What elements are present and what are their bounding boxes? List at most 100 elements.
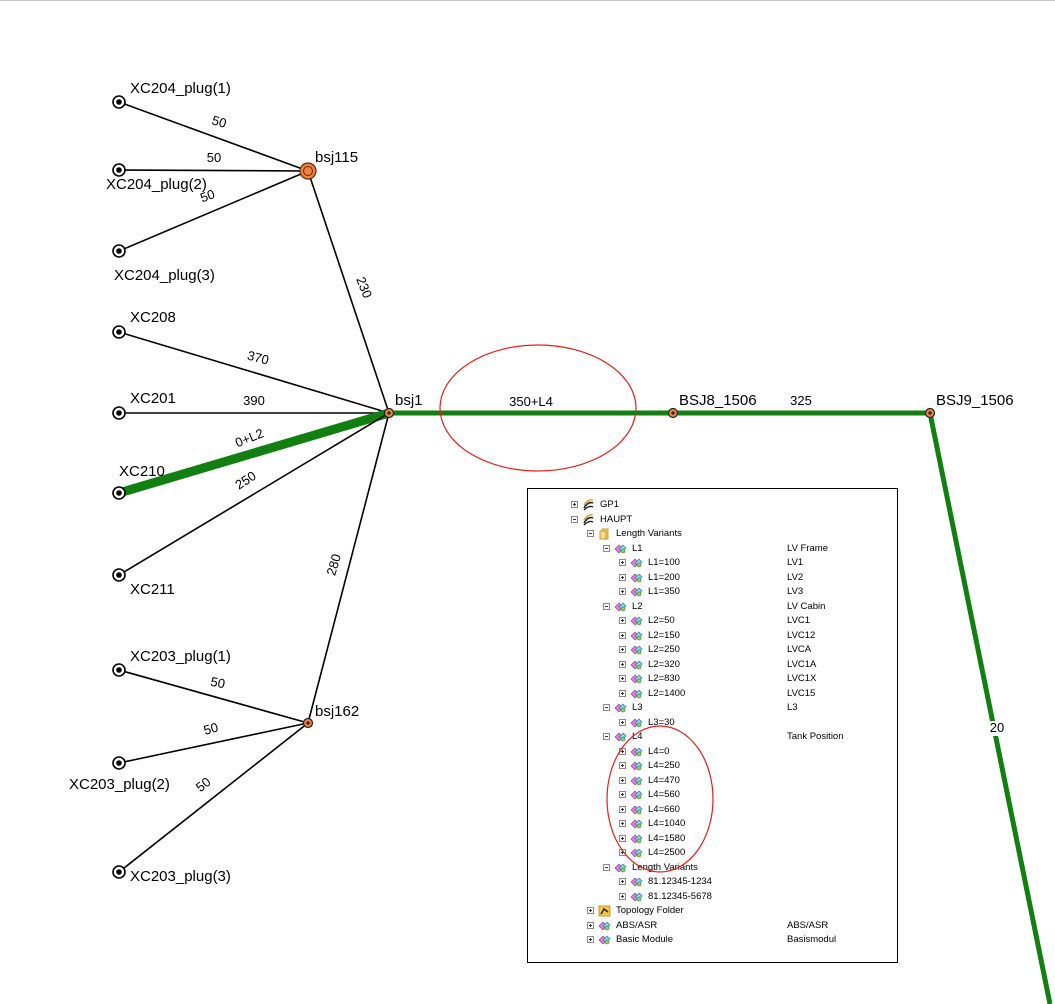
- edge-xc203-plug-1-to-bsj162[interactable]: [118, 669, 309, 724]
- expand-plus-icon[interactable]: [619, 878, 626, 885]
- expand-plus-icon[interactable]: [619, 747, 626, 755]
- expand-plus-icon[interactable]: [619, 588, 626, 595]
- node-label-xc208: XC208: [130, 309, 176, 326]
- node-label-xc201: XC201: [130, 390, 176, 407]
- variant-icon: [630, 775, 643, 787]
- tree-item-label: L4=2500: [648, 847, 686, 858]
- expand-plus-icon[interactable]: [619, 834, 626, 842]
- node-xc204-plug-1[interactable]: [112, 95, 126, 109]
- node-bsj8-1506[interactable]: [667, 407, 679, 419]
- folder-icon: [598, 528, 611, 540]
- tree-item-label: L2=250: [648, 644, 680, 655]
- tree-item-description: LVC1: [787, 615, 811, 626]
- node-xc208[interactable]: [112, 325, 126, 339]
- node-xc210[interactable]: [112, 486, 126, 500]
- expand-plus-icon[interactable]: [619, 617, 626, 624]
- collapse-minus-icon[interactable]: [603, 602, 610, 610]
- edge-xc210-to-bsj1[interactable]: [117, 408, 391, 498]
- node-xc211[interactable]: [112, 568, 126, 582]
- tree-item-label: L3: [632, 702, 643, 713]
- terminal-dot: [116, 760, 122, 766]
- tree-item-label: L2: [632, 600, 643, 612]
- tree-item-description: LV Frame: [787, 542, 829, 554]
- edge-xc204-plug-3-to-bsj115[interactable]: [118, 170, 309, 252]
- node-bsj115[interactable]: [299, 162, 317, 180]
- expand-plus-icon[interactable]: [587, 936, 594, 943]
- edge-xc203-plug-2-to-bsj162[interactable]: [118, 722, 309, 764]
- collapse-minus-icon[interactable]: [571, 515, 578, 523]
- edge-xc208-to-bsj1[interactable]: [118, 331, 390, 414]
- collapse-minus-icon[interactable]: [603, 863, 610, 871]
- node-xc204-plug-2[interactable]: [112, 163, 126, 177]
- collapse-minus-icon[interactable]: [603, 544, 610, 552]
- edge-label-group: 50: [202, 720, 220, 738]
- node-xc203-plug-3[interactable]: [112, 865, 126, 879]
- collapse-minus-icon[interactable]: [603, 704, 610, 711]
- expand-plus-icon[interactable]: [619, 849, 626, 856]
- expand-plus-icon[interactable]: [619, 762, 626, 769]
- expand-plus-icon[interactable]: [587, 921, 594, 929]
- expand-plus-icon[interactable]: [619, 776, 626, 784]
- edge-xc204-plug-2-to-bsj115[interactable]: [118, 169, 309, 172]
- variant-icon: [630, 644, 643, 656]
- edge-label-group: 50: [207, 150, 221, 165]
- node-bsj162[interactable]: [302, 717, 314, 729]
- expand-plus-icon[interactable]: [619, 791, 626, 798]
- edge-bsj115-to-bsj1[interactable]: [307, 170, 390, 414]
- edge-length-label: 230: [353, 274, 375, 300]
- node-xc201[interactable]: [112, 406, 126, 420]
- variant-icon: [630, 717, 643, 729]
- edge-xc204-plug-1-to-bsj115[interactable]: [118, 101, 309, 172]
- node-label-xc204-plug-2: XC204_plug(2): [106, 176, 207, 193]
- tree-item-label: L4=560: [648, 789, 680, 800]
- tree-item-label: 81.12345-1234: [648, 876, 712, 887]
- tree-item-label: L1: [632, 542, 643, 554]
- tree-item-label: L2=50: [648, 615, 675, 626]
- variant-icon: [630, 688, 643, 700]
- edge-xc203-plug-3-to-bsj162[interactable]: [118, 722, 309, 873]
- expand-plus-icon[interactable]: [619, 820, 626, 827]
- node-xc203-plug-2[interactable]: [112, 756, 126, 770]
- node-xc204-plug-3[interactable]: [112, 244, 126, 258]
- node-xc203-plug-1[interactable]: [112, 663, 126, 677]
- expand-plus-icon[interactable]: [619, 675, 626, 682]
- node-label-bsj162: bsj162: [315, 703, 359, 720]
- tree-item-label: L4=250: [648, 760, 680, 771]
- edge-label-group: 20: [988, 720, 1006, 736]
- variant-icon: [614, 702, 627, 714]
- expand-plus-icon[interactable]: [571, 501, 578, 508]
- expand-plus-icon[interactable]: [619, 805, 626, 813]
- tree-item-label: L4=470: [648, 774, 680, 786]
- expand-plus-icon[interactable]: [619, 559, 626, 566]
- expand-plus-icon[interactable]: [619, 718, 626, 726]
- edge-xc211-to-bsj1[interactable]: [118, 412, 390, 576]
- expand-plus-icon[interactable]: [587, 907, 594, 914]
- expand-plus-icon[interactable]: [619, 892, 626, 900]
- expand-plus-icon[interactable]: [619, 573, 626, 581]
- tree-item-label: Length Variants: [632, 861, 698, 873]
- terminal-dot: [116, 167, 122, 173]
- expand-plus-icon[interactable]: [619, 646, 626, 653]
- edge-bsj162-to-bsj1[interactable]: [307, 412, 390, 724]
- harness-icon: [582, 499, 595, 511]
- expand-plus-icon[interactable]: [619, 660, 626, 668]
- edge-label-group: 250: [232, 468, 258, 492]
- variant-icon: [614, 862, 627, 874]
- collapse-minus-icon[interactable]: [587, 530, 594, 537]
- node-bsj1[interactable]: [383, 407, 395, 419]
- collapse-minus-icon[interactable]: [603, 733, 610, 740]
- node-bsj9-1506[interactable]: [924, 407, 936, 419]
- variant-icon: [598, 920, 611, 932]
- edge-bsj9-1506-to-offscreen-bottom[interactable]: [927, 412, 1053, 1004]
- tree-item-label: Topology Folder: [616, 905, 684, 916]
- terminal-dot: [116, 667, 122, 673]
- tree-item-description: LVC15: [787, 687, 816, 699]
- expand-plus-icon[interactable]: [619, 689, 626, 697]
- tree-item-label: L4=1580: [648, 832, 686, 844]
- tree-item-label: L2=830: [648, 673, 680, 684]
- highlight-ellipse-l4-segment: [439, 344, 637, 472]
- expand-plus-icon[interactable]: [619, 631, 626, 639]
- tree-item-label: L1=100: [648, 557, 680, 568]
- terminal-dot: [116, 572, 122, 578]
